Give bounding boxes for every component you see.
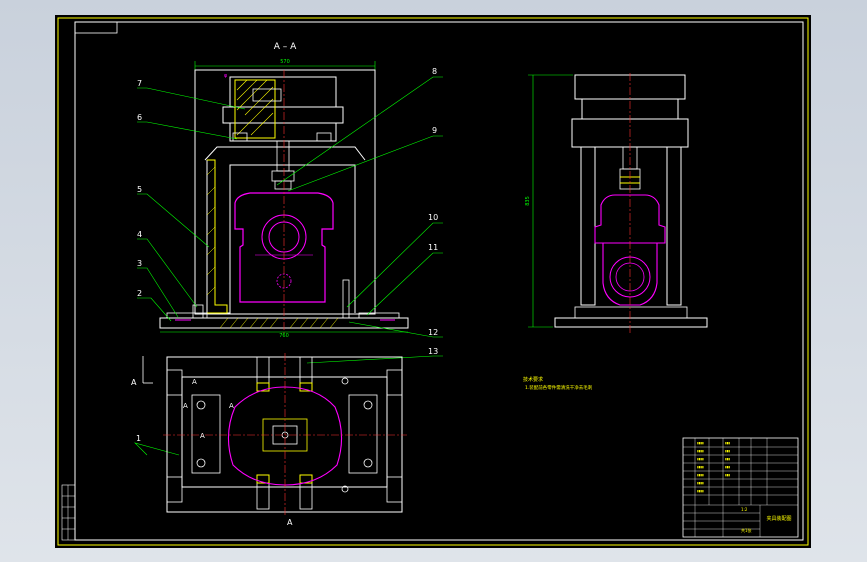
drawing-sheet-count: 共1张 <box>741 527 752 533</box>
svg-text:▮▮▮▮: ▮▮▮▮ <box>697 489 704 493</box>
tech-requirements: 技术要求 1.装配前各零件需清洗干净去毛刺 <box>523 376 593 391</box>
svg-text:▮▮▮▮: ▮▮▮▮ <box>697 441 704 445</box>
callout-10: 10 <box>428 213 438 222</box>
drawing-title: 夹具装配图 <box>766 515 791 522</box>
section-label: A – A <box>274 42 297 52</box>
callout-3: 3 <box>137 259 142 268</box>
svg-text:▮▮▮: ▮▮▮ <box>725 457 730 461</box>
workpiece-side <box>594 194 666 244</box>
fixture-body <box>194 69 376 315</box>
svg-text:▮▮▮▮: ▮▮▮▮ <box>697 465 704 469</box>
drawing-sheet: A – A 570 φ <box>55 15 811 548</box>
callout-4: 4 <box>137 230 142 239</box>
svg-text:▮▮▮: ▮▮▮ <box>725 441 730 445</box>
section-mark-a2: A <box>192 378 197 386</box>
dim-side-height: 835 <box>525 196 531 206</box>
callout-1: 1 <box>136 434 141 443</box>
drawing-tag <box>74 21 118 34</box>
svg-text:▮▮▮: ▮▮▮ <box>725 449 730 453</box>
section-mark-a4: A <box>229 402 234 410</box>
inner-frame <box>74 21 804 541</box>
callout-2: 2 <box>137 289 142 298</box>
svg-text:▮▮▮▮: ▮▮▮▮ <box>697 457 704 461</box>
outer-frame <box>57 17 809 546</box>
frame-plate <box>204 146 366 161</box>
tech-req-line: 1.装配前各零件需清洗干净去毛刺 <box>525 384 593 391</box>
svg-text:▮▮▮▮: ▮▮▮▮ <box>697 473 704 477</box>
section-mark-a3: A <box>183 402 188 410</box>
callout-12: 12 <box>428 328 438 337</box>
title-block: ▮▮▮▮▮▮▮▮ ▮▮▮▮▮▮▮▮ ▮▮▮▮▮▮▮▮ ▮▮▮▮▮▮▮ ▮▮▮▮▮… <box>682 437 799 538</box>
tech-req-title: 技术要求 <box>523 376 543 383</box>
svg-text:φ: φ <box>224 73 228 79</box>
dim-base-width: 760 <box>279 333 289 339</box>
front-section-view: A – A 570 φ <box>159 42 409 339</box>
svg-text:▮▮▮: ▮▮▮ <box>725 465 730 469</box>
callout-13: 13 <box>428 347 438 356</box>
section-mark-a5: A <box>200 432 205 440</box>
drawing-scale: 1:2 <box>741 507 748 512</box>
section-mark-a: A <box>131 378 137 387</box>
side-view: 835 <box>525 73 708 333</box>
push-rod <box>276 140 290 172</box>
leader-lines <box>133 76 443 456</box>
callout-numbers: 1 2 3 4 5 6 7 8 9 10 11 12 13 <box>136 67 438 443</box>
hatched-flange <box>234 79 276 139</box>
svg-text:▮▮▮▮: ▮▮▮▮ <box>697 449 704 453</box>
dim-top-width: 570 <box>280 59 290 65</box>
callout-5: 5 <box>137 185 142 194</box>
callout-8: 8 <box>432 67 437 76</box>
callout-7: 7 <box>137 79 142 88</box>
callout-11: 11 <box>428 243 438 252</box>
hatched-column <box>207 159 228 314</box>
svg-text:▮▮▮▮: ▮▮▮▮ <box>697 481 704 485</box>
svg-text:▮▮▮: ▮▮▮ <box>725 473 730 477</box>
section-mark-a6: A <box>287 518 293 527</box>
callout-6: 6 <box>137 113 142 122</box>
top-view: A A A A A A <box>131 353 407 527</box>
workpiece <box>234 192 334 303</box>
callout-9: 9 <box>432 126 437 135</box>
assembly-drawing: A – A 570 φ <box>57 17 809 546</box>
margin-strip <box>61 484 76 541</box>
